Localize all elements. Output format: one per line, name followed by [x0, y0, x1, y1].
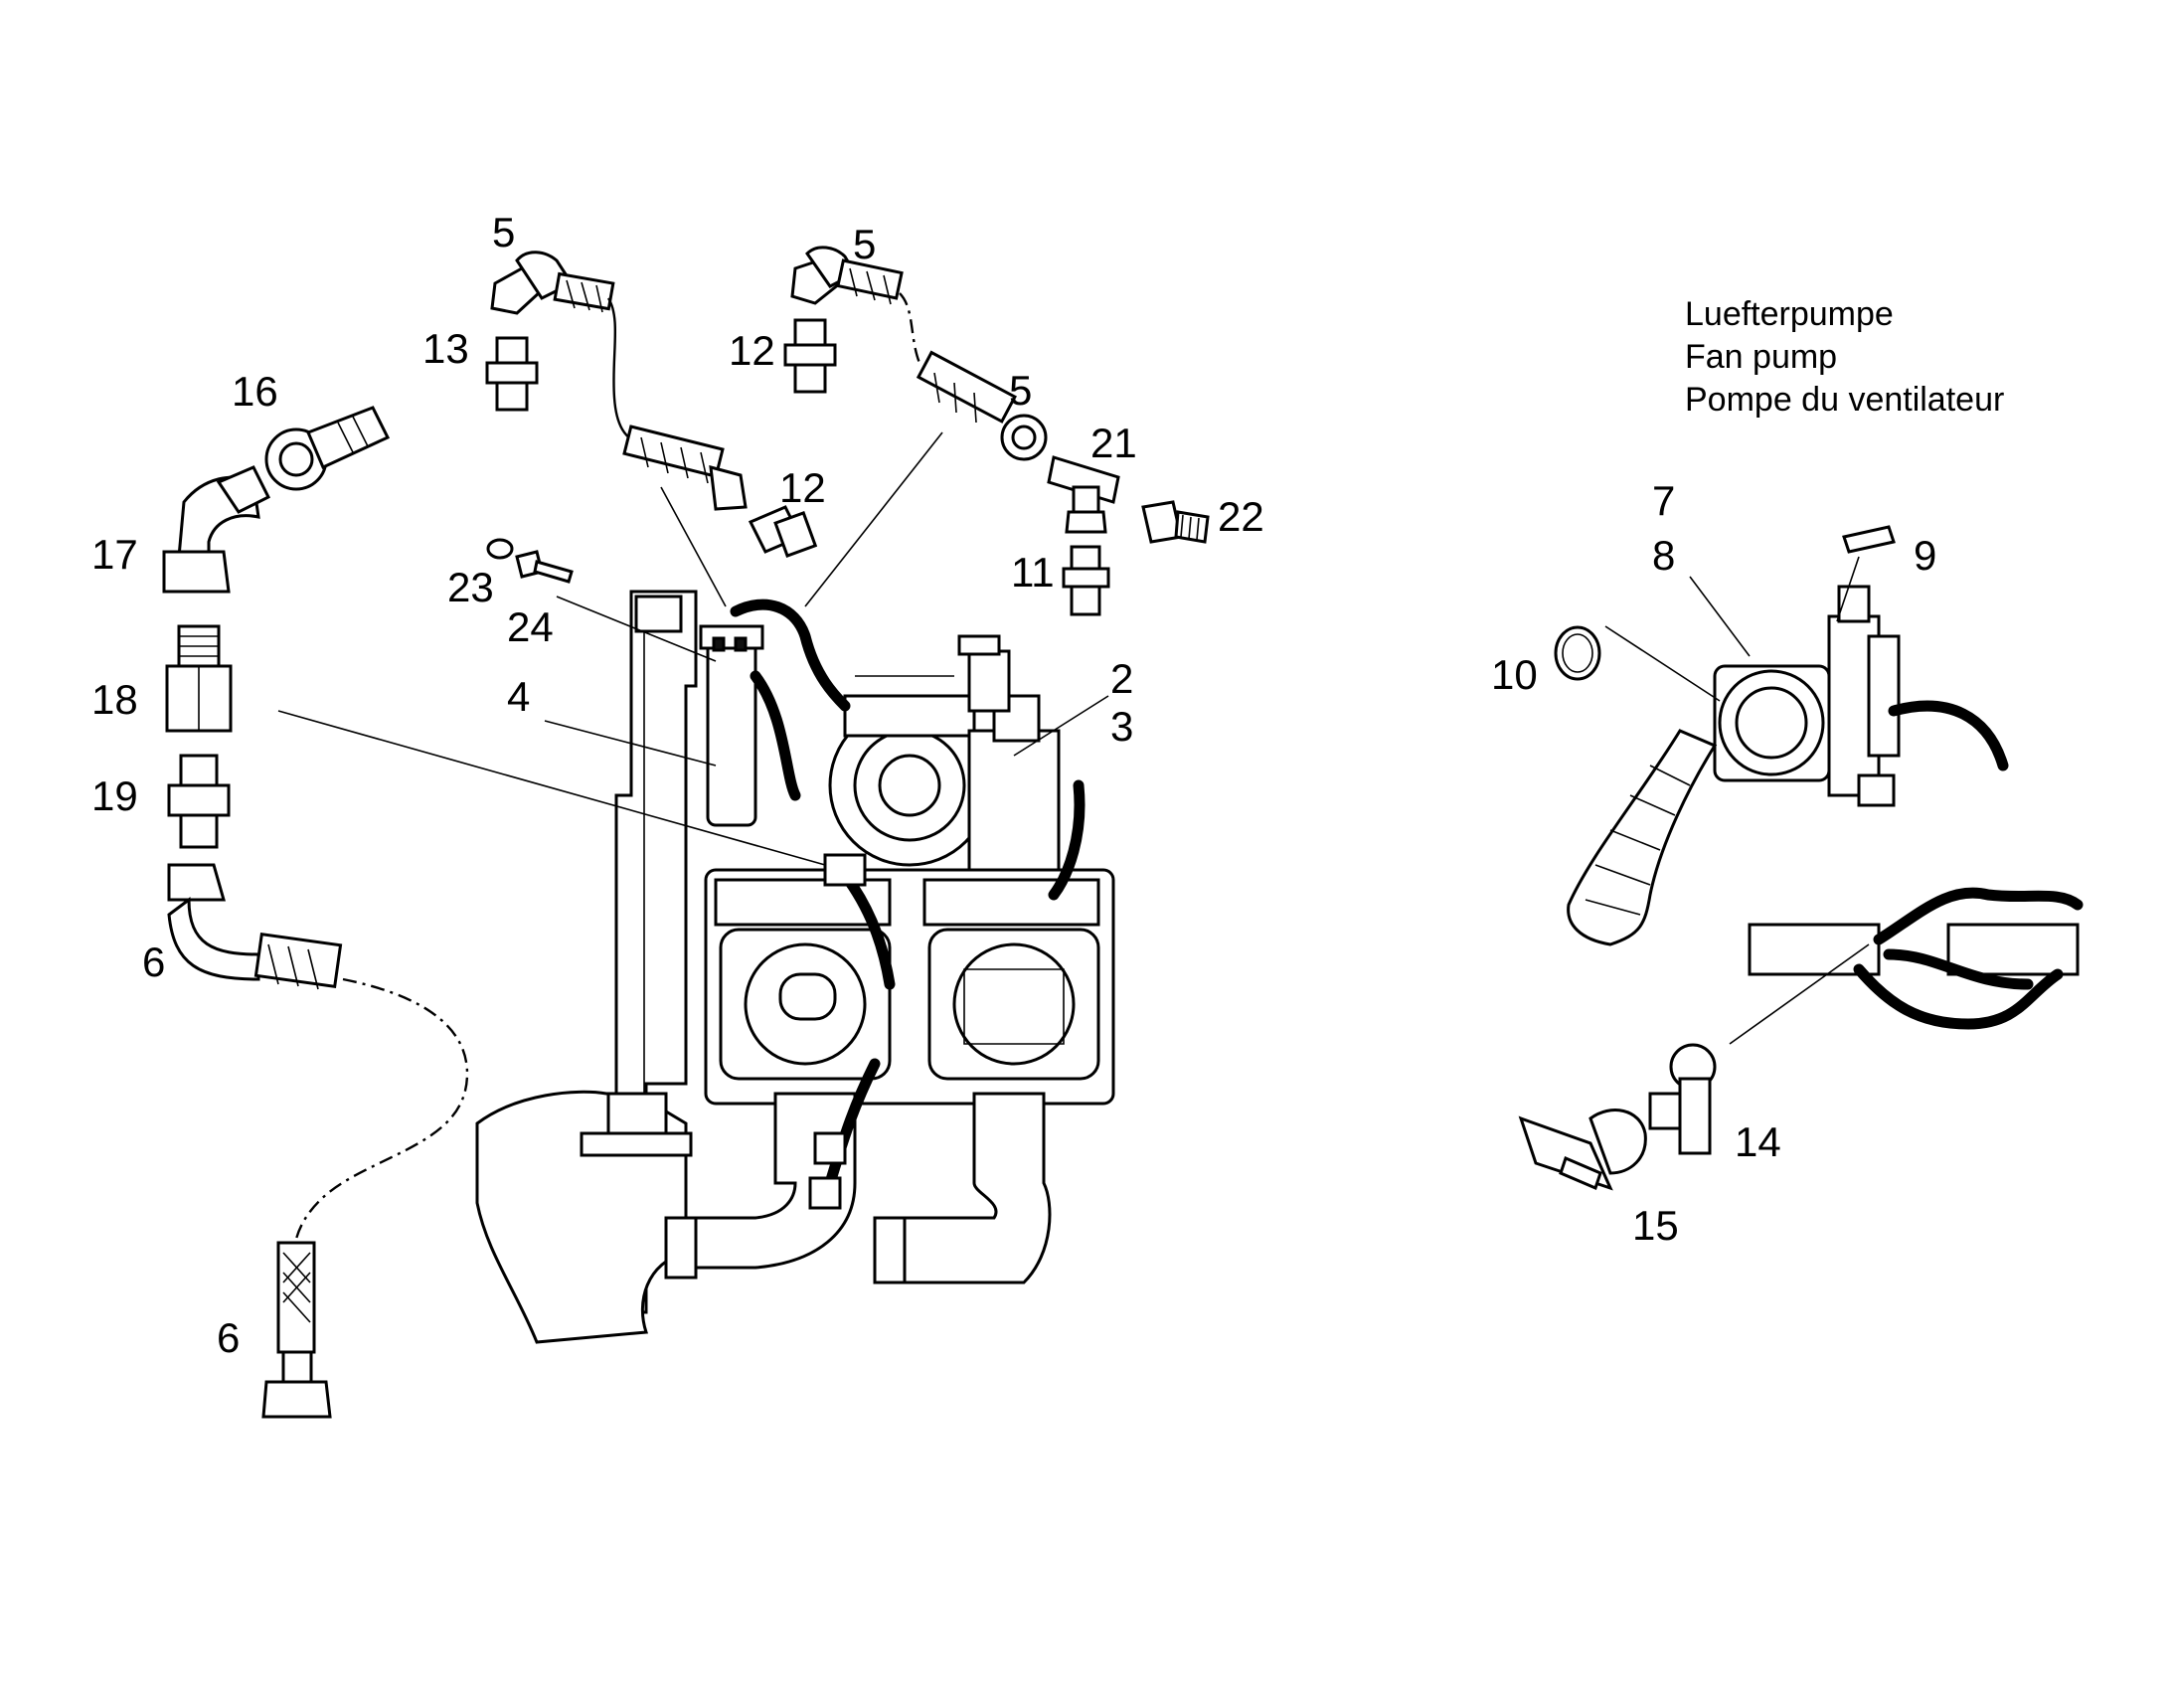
part-14-fitting: [1648, 1043, 1717, 1155]
part-23-washer: [486, 538, 514, 560]
callout-23: 23: [447, 564, 494, 610]
title-french: Pompe du ventilateur: [1685, 381, 2004, 419]
callout-5: 5: [1009, 367, 1032, 414]
callout-5: 5: [853, 221, 876, 267]
callout-24: 24: [507, 603, 554, 650]
leader-lines: [277, 431, 1870, 1045]
callout-13: 13: [422, 325, 469, 372]
part-5-hoses: [490, 246, 1048, 511]
part-22-fitting: [1141, 500, 1210, 544]
callout-8: 8: [1652, 532, 1675, 579]
callout-14: 14: [1735, 1118, 1781, 1165]
part-24-bolt: [515, 550, 574, 584]
callout-11: 11: [1011, 549, 1055, 596]
part-6-hose-lower: [261, 1241, 332, 1419]
diagram-title: Luefterpumpe Fan pump Pompe du ventilate…: [1685, 295, 2004, 419]
part-21-tee: [1047, 455, 1120, 534]
small-fittings: [485, 318, 1210, 616]
fan-pump-assembly: [1518, 525, 2084, 1191]
callout-6: 6: [142, 939, 165, 985]
part-16-coupling: [264, 406, 391, 491]
callout-4: 4: [507, 673, 530, 720]
title-german: Luefterpumpe: [1685, 295, 1894, 333]
callout-6: 6: [217, 1314, 240, 1361]
callout-17: 17: [91, 531, 138, 578]
callout-2: 2: [1110, 655, 1133, 702]
part-13-fitting: [485, 336, 539, 412]
callout-9: 9: [1914, 532, 1936, 579]
callout-18: 18: [91, 676, 138, 723]
callout-5: 5: [492, 209, 515, 256]
part-17-elbow: [162, 465, 271, 594]
part-18-fitting: [165, 624, 233, 733]
callout-7: 7: [1652, 477, 1675, 524]
callout-3: 3: [1110, 703, 1133, 750]
callout-10: 10: [1491, 651, 1538, 698]
title-english: Fan pump: [1685, 338, 1837, 376]
part-19-fitting: [167, 754, 231, 849]
part-11-fitting: [1062, 545, 1110, 616]
part-6-hose-upper: [167, 863, 469, 1264]
callout-19: 19: [91, 772, 138, 819]
callout-15: 15: [1632, 1202, 1679, 1249]
callout-12: 12: [779, 464, 826, 511]
callout-22: 22: [1218, 493, 1264, 540]
callout-16: 16: [232, 368, 278, 415]
part-12-fitting-lower: [748, 505, 818, 558]
part-15-tee: [1518, 1109, 1647, 1191]
loose-fittings-left: [162, 406, 469, 1419]
callout-numbers: 5 5 5 13 12 12 16 17 18 19 6 6 23 24 4 2…: [91, 209, 1936, 1361]
main-pump-assembly: [475, 590, 1115, 1344]
part-9-screw: [1837, 585, 1871, 623]
part-12-fitting-upper: [783, 318, 837, 394]
callout-21: 21: [1090, 420, 1137, 466]
callout-12: 12: [729, 327, 775, 374]
